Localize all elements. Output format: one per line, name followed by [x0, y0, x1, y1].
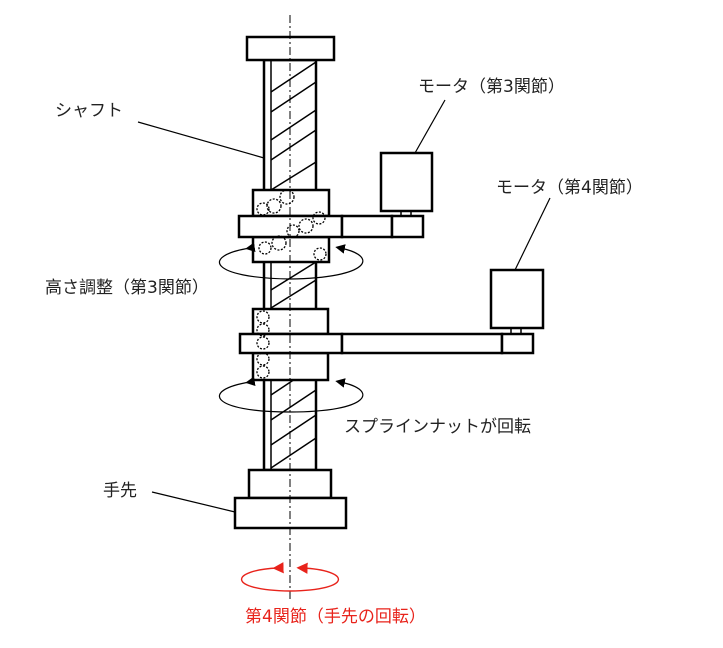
- leader-hand: [151, 491, 236, 513]
- rotation-arrow-spline: [218, 376, 364, 413]
- shaft: [262, 58, 318, 472]
- label-spline-nut: スプラインナットが回転: [344, 417, 531, 437]
- label-motor4: モータ（第4関節）: [496, 178, 643, 198]
- spline-nut: [238, 307, 535, 382]
- leader-shaft: [137, 121, 265, 159]
- label-joint4: 第4関節（手先の回転）: [245, 607, 426, 627]
- leader-motor3: [414, 99, 446, 154]
- motor-joint4: [489, 268, 545, 334]
- label-hand: 手先: [103, 481, 137, 501]
- label-height-adjust: 高さ調整（第3関節）: [45, 278, 209, 298]
- motor-joint3: [379, 151, 434, 216]
- rotation-arrow-joint3: [218, 242, 364, 280]
- rotation-arrow-joint4: [240, 562, 340, 592]
- label-shaft: シャフト: [55, 101, 123, 121]
- leader-motor4: [514, 197, 551, 271]
- label-motor3: モータ（第3関節）: [418, 77, 565, 97]
